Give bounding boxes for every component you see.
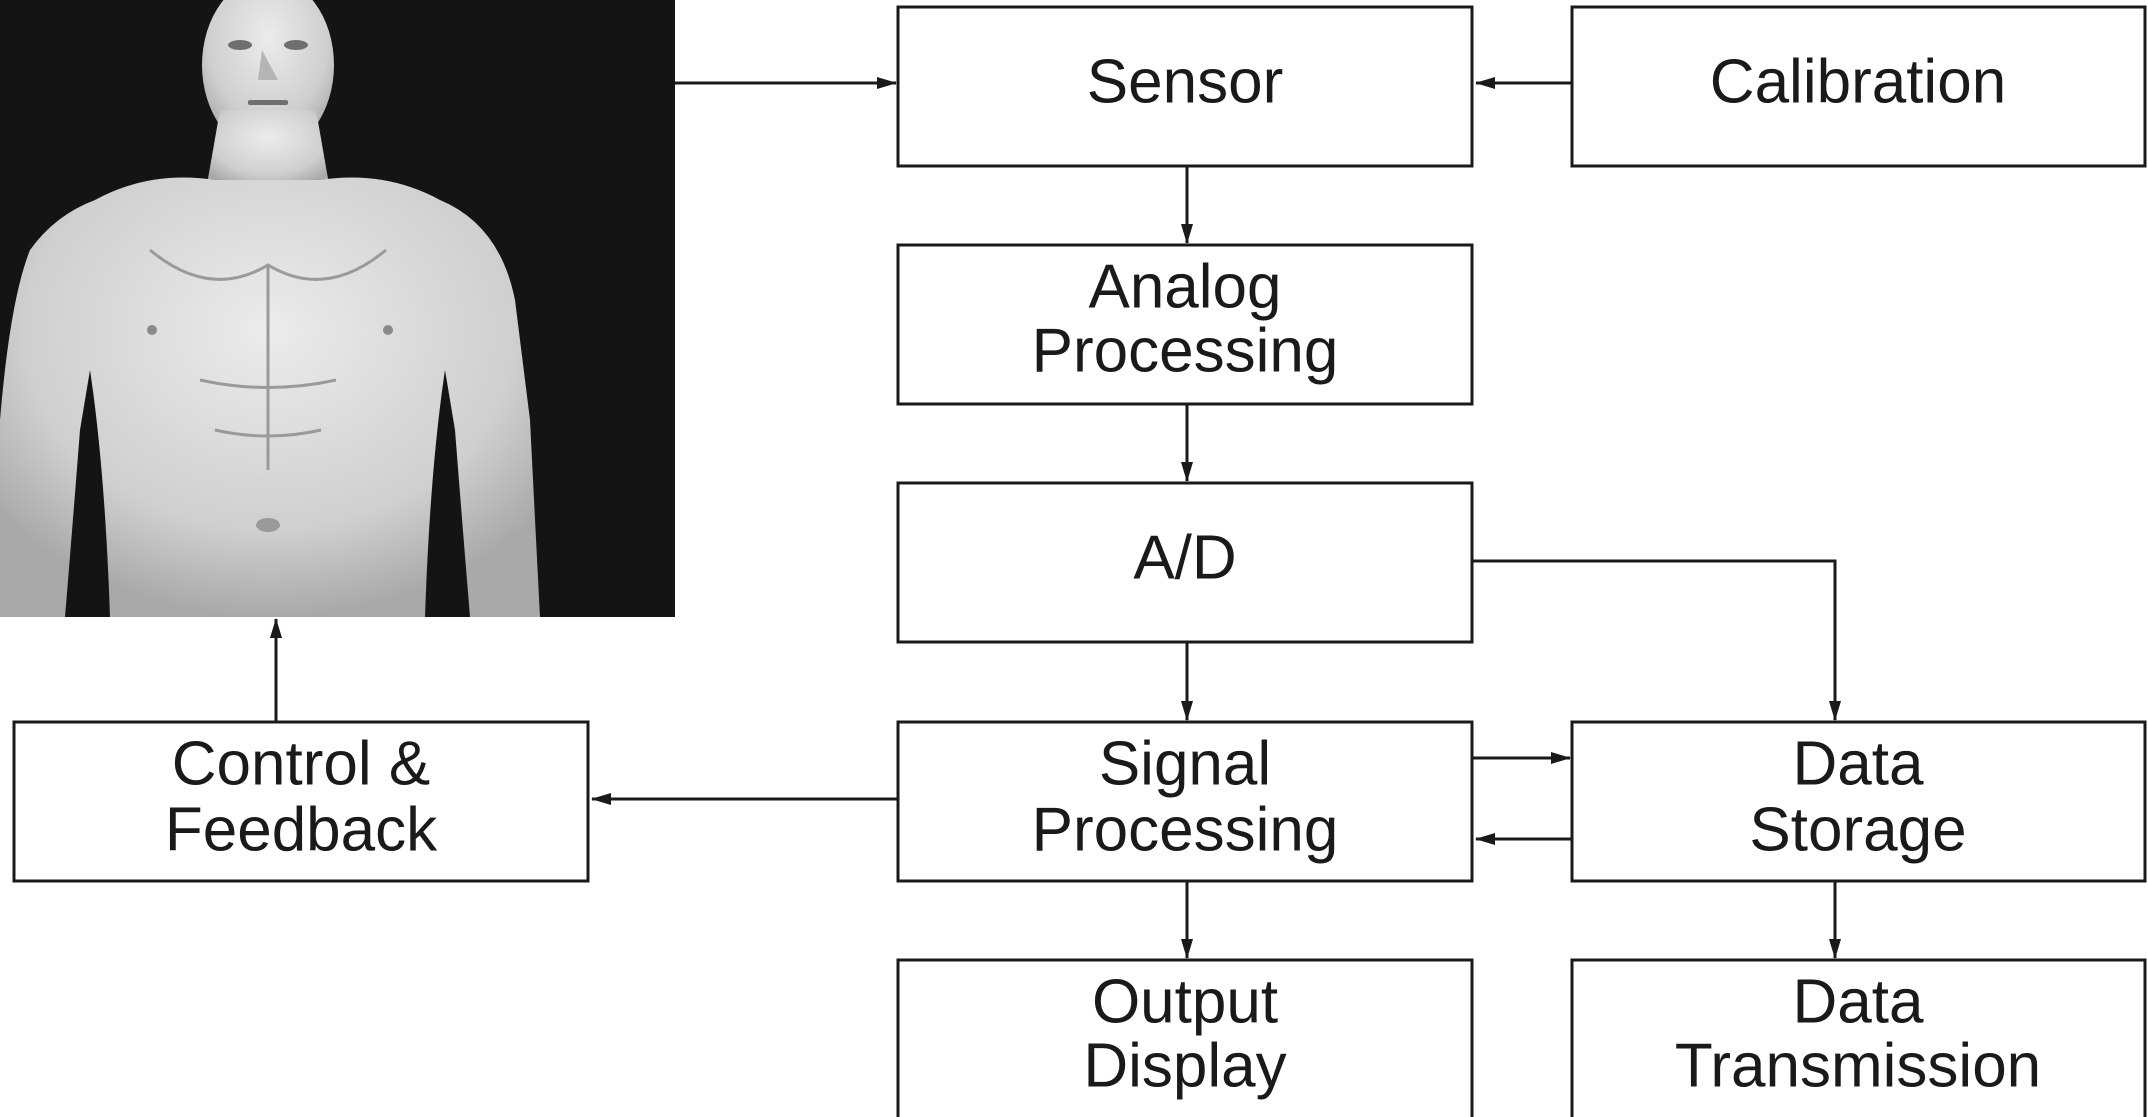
node-ad-converter-label: A/D [1133, 523, 1236, 592]
edges [270, 77, 1841, 959]
node-sensor: Sensor [896, 5, 1474, 168]
node-calibration-label: Calibration [1710, 47, 2006, 116]
face-details [228, 40, 308, 105]
node-analog-processing: Analog Processing [896, 243, 1474, 406]
node-calibration: Calibration [1570, 5, 2147, 168]
node-output-display-line2: Display [1083, 1031, 1286, 1100]
node-control-feedback: Control & Feedback [12, 720, 590, 883]
node-control-feedback-line1: Control & [172, 729, 430, 798]
node-analog-processing-line1: Analog [1088, 252, 1281, 321]
node-signal-processing-line1: Signal [1099, 729, 1271, 798]
node-data-storage: Data Storage [1570, 720, 2147, 883]
node-data-transmission-line1: Data [1793, 967, 1924, 1036]
node-analog-processing-line2: Processing [1032, 316, 1339, 385]
node-data-transmission-line2: Transmission [1675, 1031, 2041, 1100]
torso-details [147, 248, 393, 532]
node-data-storage-line2: Storage [1749, 795, 1966, 864]
node-signal-processing-line2: Processing [1032, 795, 1339, 864]
node-control-feedback-line2: Feedback [165, 795, 438, 864]
node-signal-processing: Signal Processing [896, 720, 1474, 883]
node-output-display: Output Display [896, 958, 1474, 1117]
edge-ad-to-storage [1472, 559, 1841, 721]
node-sensor-label: Sensor [1087, 47, 1283, 116]
human-figure [0, 0, 675, 617]
node-output-display-line1: Output [1092, 967, 1278, 1036]
node-ad-converter: A/D [896, 481, 1474, 644]
node-data-storage-line1: Data [1793, 729, 1924, 798]
node-data-transmission: Data Transmission [1570, 958, 2147, 1117]
